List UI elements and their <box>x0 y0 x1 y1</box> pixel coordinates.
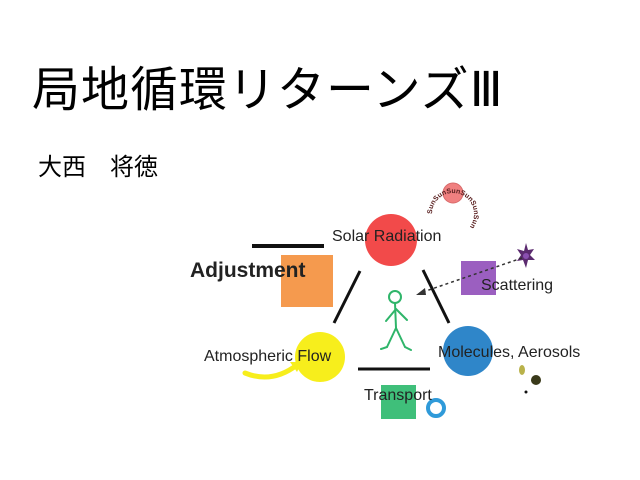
scatter-arrowhead <box>416 288 426 295</box>
scattering-label: Scattering <box>481 277 554 294</box>
adjustment-box <box>281 255 333 307</box>
star-icon <box>517 243 535 268</box>
molecules-label: Molecules, Aerosols <box>438 344 581 361</box>
person-icon <box>380 290 412 351</box>
small-sun-icon: SunSunSunSunSunSun <box>427 182 479 230</box>
adjustment-label: Adjustment <box>190 259 306 282</box>
slide-title: 局地循環リターンズⅢ <box>32 62 504 118</box>
scattering-box <box>461 261 496 295</box>
solar-radiation-node <box>365 214 417 266</box>
sun-ring-text: SunSunSunSunSunSun <box>427 188 479 230</box>
author-name: 大西 将徳 <box>38 153 158 181</box>
atmospheric-flow-label: Atmospheric Flow <box>204 348 332 365</box>
edge-solar-atmos <box>332 270 362 324</box>
transport-label: Transport <box>364 387 432 404</box>
transport-box <box>381 385 416 419</box>
flow-arrow <box>242 362 300 380</box>
solar-radiation-label: Solar Radiation <box>332 228 442 245</box>
flow-arrowhead <box>290 362 302 372</box>
molecules-node <box>443 326 493 376</box>
edge-solar-molecules <box>421 269 451 324</box>
atmospheric-flow-node <box>295 332 345 382</box>
aerosol-dot <box>524 390 528 394</box>
aerosol-dot <box>519 365 525 375</box>
ring-icon <box>426 398 446 418</box>
aerosol-dot <box>531 375 541 385</box>
